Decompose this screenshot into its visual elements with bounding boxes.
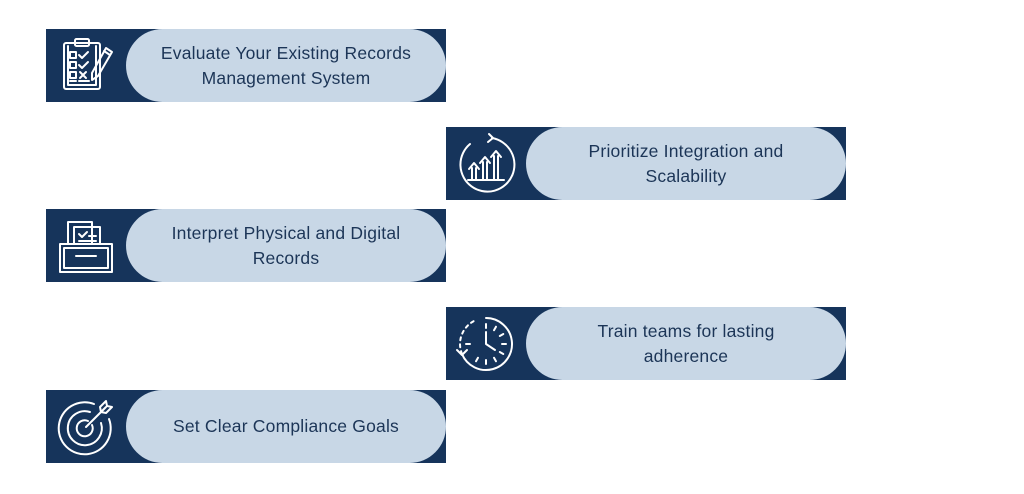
step-label: Prioritize Integration and Scalability	[588, 140, 784, 186]
step-evaluate-records: Evaluate Your Existing Records Managemen…	[46, 29, 446, 102]
step-label: Set Clear Compliance Goals	[173, 416, 399, 436]
step-label: Interpret Physical and Digital Records	[171, 222, 401, 268]
step-pill: Set Clear Compliance Goals	[126, 390, 446, 463]
checklist-clipboard-icon	[46, 29, 126, 102]
document-tray-icon	[46, 209, 126, 282]
step-train-teams: Train teams for lasting adherence	[446, 307, 846, 380]
step-set-goals: Set Clear Compliance Goals	[46, 390, 446, 463]
target-icon	[46, 390, 126, 463]
step-interpret-records: Interpret Physical and Digital Records	[46, 209, 446, 282]
step-pill: Evaluate Your Existing Records Managemen…	[126, 29, 446, 102]
growth-chart-icon	[446, 127, 526, 200]
step-pill: Prioritize Integration and Scalability	[526, 127, 846, 200]
step-label: Evaluate Your Existing Records Managemen…	[160, 42, 412, 88]
step-prioritize-integration: Prioritize Integration and Scalability	[446, 127, 846, 200]
step-label: Train teams for lasting adherence	[597, 320, 775, 366]
step-pill: Interpret Physical and Digital Records	[126, 209, 446, 282]
clock-icon	[446, 307, 526, 380]
step-pill: Train teams for lasting adherence	[526, 307, 846, 380]
